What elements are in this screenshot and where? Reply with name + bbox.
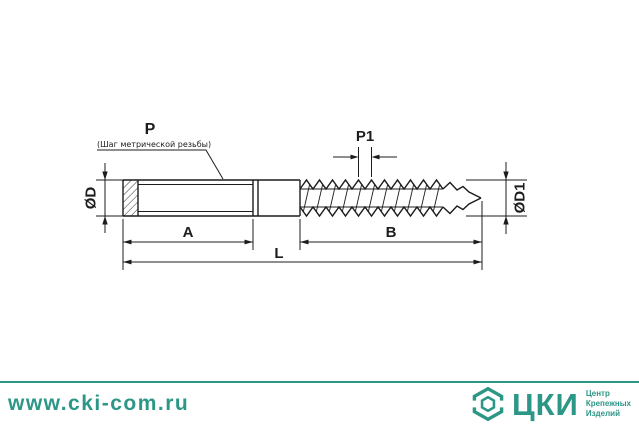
dim-label-diameter-d: ØD (83, 187, 100, 210)
dim-label-p: P (145, 121, 156, 138)
tagline-line: Центр (585, 389, 610, 398)
logo-tagline: Центр Крепежных Изделий (586, 389, 631, 419)
dim-label-a: A (183, 224, 194, 241)
dimension-a-b-l: A B L (122, 201, 483, 270)
pitch-ticks (358, 147, 372, 177)
dim-note-p: (Шаг метрической резьбы) (97, 140, 211, 149)
wood-thread-root-lines (300, 188, 443, 208)
thread-helix-lines (303, 184, 440, 212)
footer-row: www.cki-com.ru ЦКИ Центр Крепежных Издел… (0, 383, 639, 423)
company-logo: ЦКИ Центр Крепежных Изделий (470, 386, 631, 422)
dimension-p1: P1 (333, 128, 397, 177)
hexagon-nut-icon (470, 387, 505, 421)
tagline-line: Изделий (585, 409, 620, 418)
arrowhead (503, 171, 509, 180)
wood-thread-top-crest (299, 178, 444, 191)
dim-label-b: B (386, 224, 397, 241)
website-text: www.cki-com.ru (8, 392, 190, 415)
dim-label-p1: P1 (356, 128, 374, 145)
metric-thread-chamfer-hatch (123, 180, 138, 216)
footer: www.cki-com.ru ЦКИ Центр Крепежных Издел… (0, 381, 639, 425)
shank-outline (122, 179, 301, 217)
extension-lines (122, 201, 483, 270)
metric-thread-root-lines (138, 184, 253, 212)
screw-tip (442, 181, 482, 215)
logo-abbr: ЦКИ (511, 386, 579, 422)
callout-p: P (Шаг метрической резьбы) (97, 121, 224, 180)
dim-label-l: L (274, 245, 283, 262)
tagline-line: Крепежных (585, 399, 631, 408)
arrowhead (102, 216, 108, 225)
footer-divider (0, 381, 639, 383)
dimension-lines (123, 241, 482, 263)
dimension-diameter-d: ØD (83, 163, 123, 233)
dimension-diameter-d1: ØD1 (466, 162, 529, 234)
wood-thread-bottom-crest (299, 205, 444, 218)
hanger-bolt-drawing: ØD ØD1 A B L P (Шаг метрической резьбы) (83, 121, 529, 270)
dim-label-diameter-d1: ØD1 (512, 183, 529, 214)
arrowhead (102, 171, 108, 180)
bolt-body (122, 178, 482, 218)
leader-line (97, 149, 224, 180)
arrowhead (503, 216, 509, 225)
